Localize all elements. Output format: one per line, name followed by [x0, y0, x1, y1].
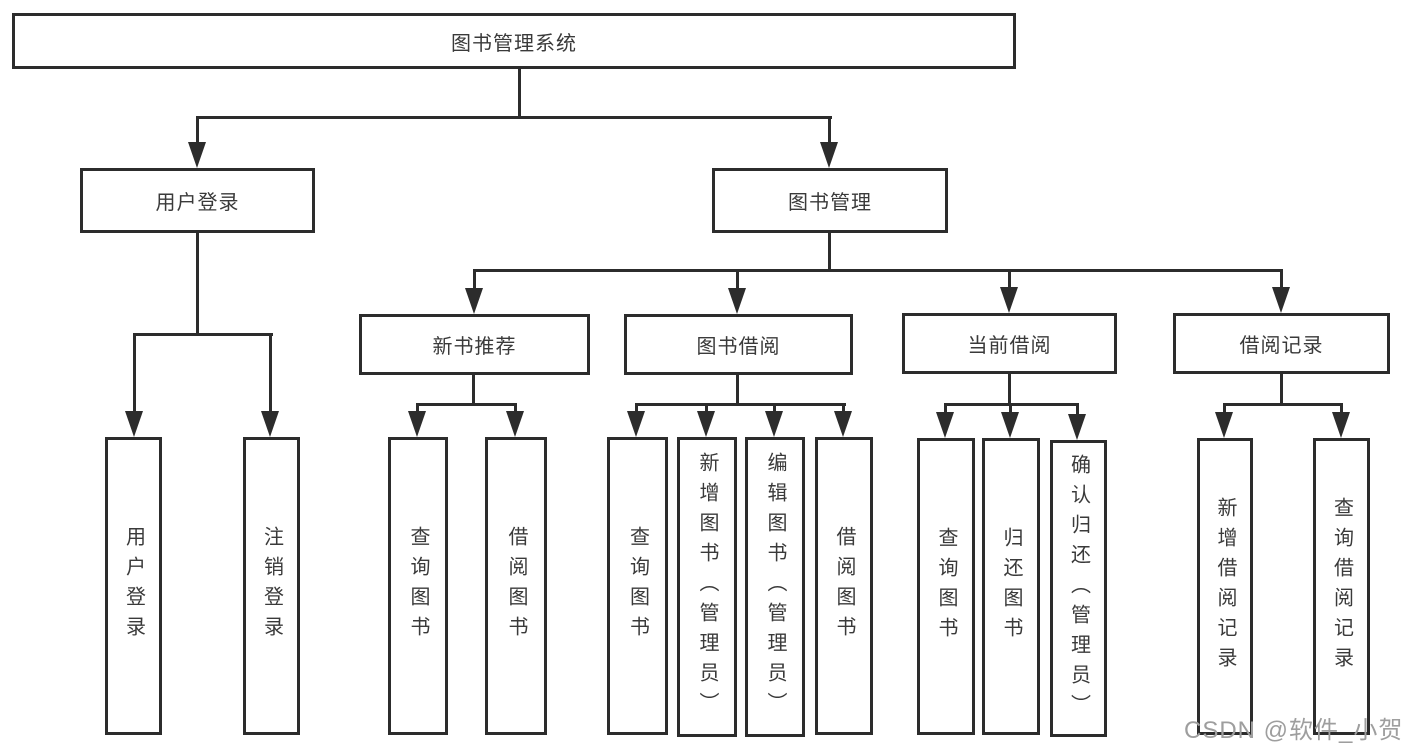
node-book-borrowing: 图书借阅 [624, 314, 853, 375]
leaf-query-books-recommend: 查询图书 [388, 437, 448, 735]
connector-line [416, 403, 419, 413]
connector-line [416, 403, 517, 406]
arrow-down-icon [465, 288, 483, 314]
leaf-return-books: 归还图书 [982, 438, 1040, 735]
arrow-down-icon [834, 411, 852, 437]
connector-line [828, 233, 831, 272]
leaf-user-login: 用户登录 [105, 437, 162, 735]
leaf-logout: 注销登录 [243, 437, 300, 735]
connector-line [944, 403, 947, 413]
connector-line [1280, 374, 1283, 406]
arrow-down-icon [1001, 412, 1019, 438]
connector-line [705, 403, 708, 413]
connector-line [133, 333, 136, 413]
arrow-down-icon [1272, 287, 1290, 313]
leaf-add-books-admin: 新增图书（管理员） [677, 437, 737, 737]
connector-line [472, 375, 475, 406]
connector-line [1009, 403, 1012, 413]
arrow-down-icon [261, 411, 279, 437]
node-borrowing-records: 借阅记录 [1173, 313, 1390, 374]
leaf-query-borrow-record: 查询借阅记录 [1313, 438, 1370, 735]
connector-line [514, 403, 517, 413]
leaf-query-books-current: 查询图书 [917, 438, 975, 735]
connector-line [196, 116, 832, 119]
connector-line [736, 269, 739, 290]
connector-line [1280, 269, 1283, 289]
node-new-book-recommend: 新书推荐 [359, 314, 590, 375]
leaf-borrow-books-recommend: 借阅图书 [485, 437, 547, 735]
arrow-down-icon [408, 411, 426, 437]
connector-line [1008, 269, 1011, 289]
node-root: 图书管理系统 [12, 13, 1016, 69]
connector-line [635, 403, 638, 413]
arrow-down-icon [728, 288, 746, 314]
arrow-down-icon [820, 142, 838, 168]
leaf-borrow-books: 借阅图书 [815, 437, 873, 735]
arrow-down-icon [697, 411, 715, 437]
arrow-down-icon [627, 411, 645, 437]
connector-line [842, 403, 845, 413]
connector-line [133, 333, 273, 336]
connector-line [1223, 403, 1343, 406]
node-user-login: 用户登录 [80, 168, 315, 233]
arrow-down-icon [1332, 412, 1350, 438]
connector-line [518, 69, 521, 119]
arrow-down-icon [765, 411, 783, 437]
arrow-down-icon [1215, 412, 1233, 438]
connector-line [269, 333, 272, 413]
leaf-confirm-return-admin: 确认归还（管理员） [1050, 440, 1107, 737]
arrow-down-icon [188, 142, 206, 168]
connector-line [473, 269, 476, 290]
connector-line [1008, 374, 1011, 406]
connector-line [196, 116, 199, 144]
connector-line [828, 116, 831, 144]
leaf-edit-books-admin: 编辑图书（管理员） [745, 437, 805, 737]
leaf-query-books-borrow: 查询图书 [607, 437, 668, 735]
arrow-down-icon [1000, 287, 1018, 313]
connector-line [1340, 403, 1343, 413]
connector-line [736, 375, 739, 406]
connector-line [1076, 403, 1079, 415]
node-current-borrowing: 当前借阅 [902, 313, 1117, 374]
arrow-down-icon [506, 411, 524, 437]
connector-line [773, 403, 776, 413]
connector-line [196, 233, 199, 336]
connector-line [473, 269, 1283, 272]
arrow-down-icon [125, 411, 143, 437]
leaf-add-borrow-record: 新增借阅记录 [1197, 438, 1253, 735]
arrow-down-icon [1068, 414, 1086, 440]
connector-line [635, 403, 846, 406]
arrow-down-icon [936, 412, 954, 438]
csdn-watermark: CSDN @软件_小贺同学 [1184, 717, 1405, 744]
node-book-management: 图书管理 [712, 168, 948, 233]
connector-line [1223, 403, 1226, 413]
